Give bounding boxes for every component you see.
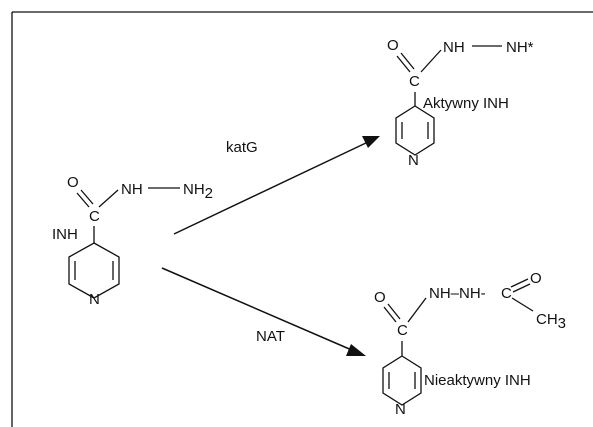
active-carbonyl-bond-b xyxy=(400,52,415,70)
inactive-hydrazide-chain: NH–NH- xyxy=(429,285,486,302)
inh-carbonyl-carbon: C xyxy=(89,208,100,225)
inh-c-nh-bond xyxy=(98,189,119,208)
active-pyridine-ring xyxy=(395,105,435,156)
inh-carbonyl-oxygen: O xyxy=(67,174,79,191)
nat-arrow: NAT xyxy=(161,267,366,356)
inactive-carbonyl-bond-b xyxy=(387,303,401,320)
frame-border xyxy=(11,11,593,427)
active-nh-left: NH xyxy=(443,39,465,56)
inactive-carbonyl-oxygen: O xyxy=(374,289,386,306)
katg-arrow-line xyxy=(173,141,369,235)
active-carbonyl-bond-a xyxy=(396,55,411,73)
inactive-acyl-oxygen: O xyxy=(530,270,542,287)
nat-enzyme-label: NAT xyxy=(256,328,285,345)
inactive-inh-label: Nieaktywny INH xyxy=(424,372,531,389)
inh-carbonyl-bond-b xyxy=(80,189,94,205)
inactive-ring-nitrogen: N xyxy=(395,401,406,418)
inactive-carbonyl-carbon: C xyxy=(397,322,408,339)
inh-ring-nitrogen: N xyxy=(89,291,100,308)
inactive-acyl-ch3-bond xyxy=(511,297,534,312)
katg-arrowhead xyxy=(362,136,380,148)
active-inh-label: Aktywny INH xyxy=(423,95,509,112)
inh-label: INH xyxy=(52,226,78,243)
nat-arrowhead xyxy=(346,344,366,356)
inactive-methyl: CH3 xyxy=(536,311,566,332)
inh-carbonyl-bond-a xyxy=(76,192,90,208)
nat-arrow-line xyxy=(161,267,355,352)
inactive-acyl-co-bond-a xyxy=(510,278,529,288)
katg-enzyme-label: katG xyxy=(226,139,258,156)
inactive-acyl-carbon: C xyxy=(501,285,512,302)
active-ring-nitrogen: N xyxy=(408,152,419,169)
inh-nh: NH xyxy=(121,181,143,198)
inh-pyridine-ring xyxy=(68,242,120,299)
active-carbonyl-carbon: C xyxy=(409,73,420,90)
katg-arrow: katG xyxy=(173,136,380,235)
inh-molecule: O C NH NH2 INH N xyxy=(52,174,213,308)
inactive-c-nh-bond xyxy=(407,297,427,323)
active-c-nh-bond xyxy=(420,49,442,73)
inh-nh2: NH2 xyxy=(183,181,213,202)
active-inh-molecule: O C NH NH* N Aktywny INH xyxy=(387,37,534,169)
active-carbonyl-oxygen: O xyxy=(387,37,399,54)
active-nh-right: NH* xyxy=(506,39,534,56)
inactive-inh-molecule: O C NH–NH- C O CH3 N Nieaktywny INH xyxy=(374,270,566,418)
inactive-pyridine-ring xyxy=(382,355,422,406)
inactive-acyl-co-bond-b xyxy=(512,283,531,293)
inactive-carbonyl-bond-a xyxy=(383,306,397,323)
